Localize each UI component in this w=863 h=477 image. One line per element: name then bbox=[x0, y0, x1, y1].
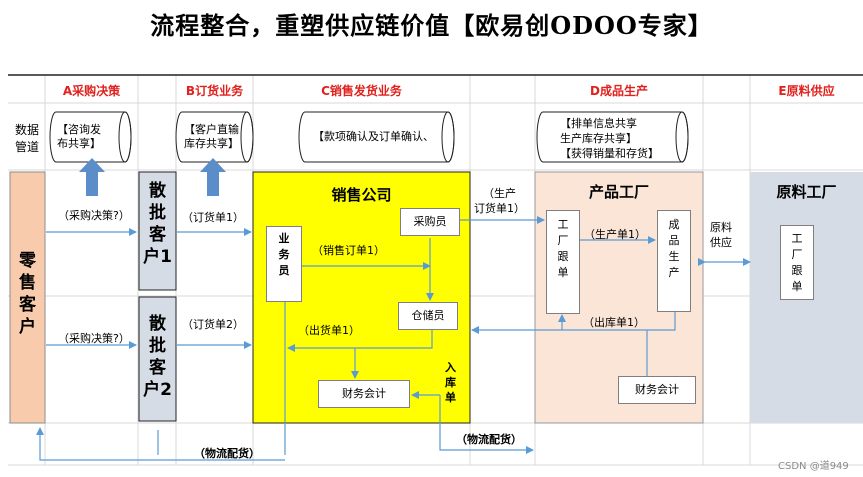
finance-accounting-box: 财务会计 bbox=[318, 380, 410, 408]
page-title: 流程整合，重塑供应链价值【欧易创ODOO专家】 bbox=[150, 11, 713, 40]
column-header-d: D成品生产 bbox=[590, 84, 648, 98]
factory-follow-up-box: 工 厂 跟 单 bbox=[546, 210, 580, 314]
pipeline-text-2: 【客户直输 库存共享】 bbox=[184, 123, 239, 150]
wholesale2-lane bbox=[138, 296, 177, 422]
purchase-decision-label-2: （采购决策?） bbox=[58, 332, 130, 345]
sales-company-label: 销售公司 bbox=[331, 186, 392, 204]
retail-lane bbox=[9, 171, 46, 424]
logistics-label-2: （物流配货） bbox=[456, 433, 522, 446]
column-header-a: A采购决策 bbox=[62, 84, 121, 98]
outbound-label: （出货单1） bbox=[298, 324, 360, 337]
factory-finance-accounting-box: 财务会计 bbox=[618, 376, 696, 404]
warehouse-out-label: （出库单1） bbox=[583, 316, 645, 329]
finished-production-box: 成 品 生 产 bbox=[657, 210, 691, 312]
pipeline-text-3: 【款项确认及订单确认、 bbox=[313, 130, 434, 143]
raw-factory-label: 原料工厂 bbox=[776, 183, 837, 201]
column-header-c: C销售发货业务 bbox=[321, 84, 402, 98]
pipeline-cylinder-3 bbox=[298, 111, 455, 163]
pipeline-cylinder-1 bbox=[49, 111, 132, 163]
up-arrow-icon bbox=[200, 158, 226, 196]
purchase-decision-label-1: （采购决策?） bbox=[58, 209, 130, 222]
data-pipeline-label: 数据 管道 bbox=[14, 123, 39, 154]
pipeline-text-1: 【咨询发 布共享】 bbox=[57, 123, 101, 150]
warehouse-keeper-box: 仓储员 bbox=[398, 302, 458, 330]
column-header-b: B订货业务 bbox=[185, 84, 244, 98]
raw-factory-follow-up-box: 工 厂 跟 单 bbox=[780, 225, 814, 300]
pipeline-text-4: 【排单信息共享 生产库存共享】 【获得销量和存货】 bbox=[560, 117, 659, 160]
column-header-e: E原料供应 bbox=[778, 84, 835, 98]
up-arrow-icon bbox=[79, 158, 105, 196]
production-order-label: （生产 订货单1） bbox=[474, 187, 525, 215]
pipeline-cylinder-4 bbox=[536, 111, 689, 163]
flow-arrows bbox=[36, 216, 751, 461]
wholesale-customer1-label: 散 批 客 户1 bbox=[143, 181, 172, 267]
product-factory-label: 产品工厂 bbox=[588, 183, 649, 201]
retail-customer-label: 零 售 客 户 bbox=[19, 251, 36, 337]
watermark: CSDN @道949 bbox=[778, 461, 849, 472]
order-label-1: （订货单1） bbox=[182, 211, 244, 224]
wholesale-customer2-label: 散 批 客 户2 bbox=[143, 314, 172, 400]
sales-order-label: （销售订单1） bbox=[312, 244, 385, 257]
raw-supply-label: 原料 供应 bbox=[710, 221, 732, 249]
salesperson-box: 业 务 员 bbox=[266, 226, 302, 302]
purchaser-box: 采购员 bbox=[400, 208, 460, 236]
pipeline-cylinder-2 bbox=[175, 111, 254, 163]
wholesale1-lane bbox=[138, 171, 177, 291]
inbound-label: 入 库 单 bbox=[445, 361, 456, 404]
production-label: （生产单1） bbox=[584, 228, 646, 241]
order-label-2: （订货单2） bbox=[182, 318, 244, 331]
logistics-label-1: （物流配货） bbox=[194, 447, 260, 460]
